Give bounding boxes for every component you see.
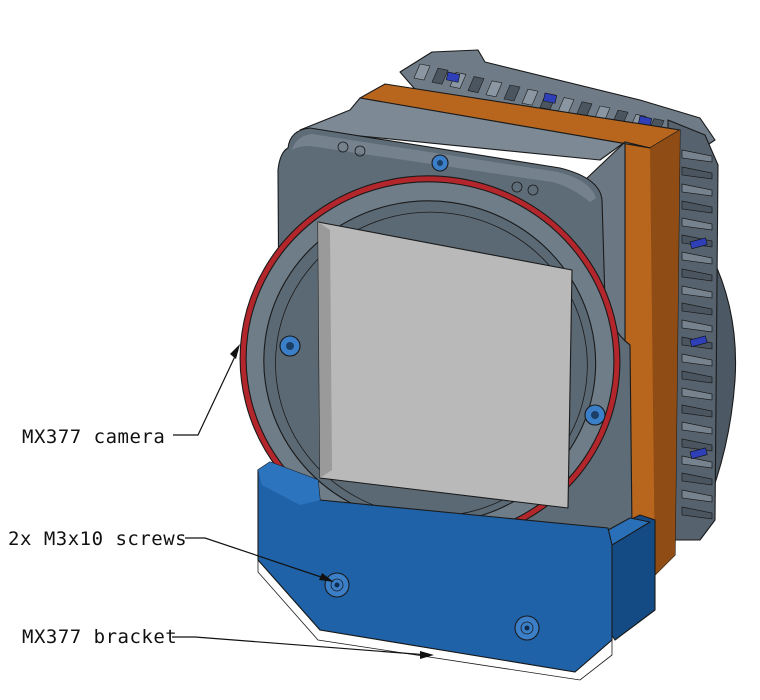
cooling-fin (681, 166, 713, 180)
callout-camera: MX377 camera (22, 344, 240, 448)
callout-bracket: MX377 bracket (22, 626, 434, 659)
mount-hole-1 (337, 141, 349, 153)
cooling-fin (681, 183, 713, 197)
top-fin-clip (445, 71, 461, 83)
fin-clip (689, 237, 708, 250)
cooling-fin (681, 319, 713, 333)
top-screw-center (437, 160, 443, 166)
top-fin (467, 76, 485, 93)
callout-bracket-label: MX377 bracket (22, 626, 177, 648)
callout-screws-arrow (319, 573, 334, 582)
cooling-fin (681, 302, 713, 316)
cooling-fin (681, 370, 713, 384)
top-fin (521, 88, 539, 106)
callout-bracket-arrow (420, 651, 434, 659)
top-fin (503, 84, 521, 102)
sensor-window-shadow (318, 222, 332, 478)
cooling-fin (681, 472, 713, 486)
cooling-fin (681, 489, 713, 503)
cooling-fin (681, 149, 713, 163)
bracket (257, 461, 656, 681)
cooling-fins (681, 149, 713, 520)
camera-top-front (299, 97, 651, 161)
callout-screws: 2x M3x10 screws (8, 528, 334, 582)
cooling-fin (681, 404, 713, 418)
bracket-screw-right (514, 615, 540, 641)
mount-hole-2 (354, 145, 366, 157)
cooling-fin (681, 353, 713, 367)
cooling-fin (681, 200, 713, 214)
bracket-screw-left (324, 572, 350, 598)
lens-mount (239, 175, 621, 545)
bracket-top-face (258, 462, 320, 505)
top-fin (431, 67, 449, 85)
camera-front-bevel (292, 134, 596, 202)
ring-screw-left (279, 335, 301, 357)
callout-screws-leader (185, 537, 331, 581)
top-fin-clip (542, 92, 558, 104)
cooling-fin (681, 268, 713, 282)
sensor-window (317, 221, 573, 509)
callout-bracket-leader (172, 636, 429, 656)
callout-camera-leader (173, 349, 239, 436)
callout-screws-label: 2x M3x10 screws (8, 528, 187, 550)
top-fin (485, 80, 503, 98)
fin-clip (689, 335, 708, 348)
cooling-fin (681, 455, 713, 469)
cooling-fin (681, 506, 713, 520)
cooling-fin (681, 217, 713, 231)
callout-camera-label: MX377 camera (22, 426, 165, 448)
mount-hole-3 (511, 181, 523, 193)
fin-clip (689, 447, 708, 460)
cooling-fin (681, 251, 713, 265)
bracket-chamfer (257, 558, 613, 681)
callout-camera-arrow (230, 344, 240, 359)
ring-screw-right (584, 404, 606, 426)
top-fin (413, 63, 431, 81)
orange-band-side-dark (650, 130, 680, 575)
cooling-fin (681, 387, 713, 401)
mount-hole-4 (527, 184, 539, 196)
cooling-fin (681, 421, 713, 435)
cooling-fin (681, 285, 713, 299)
